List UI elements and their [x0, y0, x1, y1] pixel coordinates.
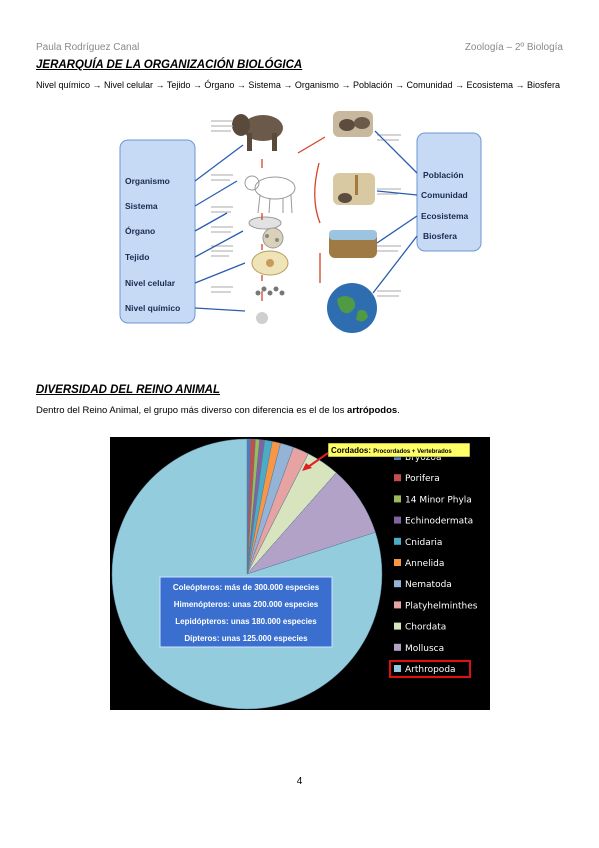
red-arrows: [261, 136, 326, 301]
legend-label-arthropoda: Arthropoda: [405, 665, 456, 675]
section-title-hierarchy: JERARQUÍA DE LA ORGANIZACIÓN BIOLÓGICA: [36, 59, 303, 71]
label-sistema: Sistema: [125, 201, 158, 211]
elephant-illustration: [232, 114, 283, 151]
section-title-diversity: DIVERSIDAD DEL REINO ANIMAL: [36, 384, 221, 396]
label-ecosistema: Ecosistema: [421, 211, 469, 221]
annotation-himenopteros: Himenópteros: unas 200.000 especies: [174, 600, 319, 609]
legend-swatch-porifera: [394, 474, 401, 482]
tissue-illustration: [262, 227, 284, 249]
label-tejido: Tejido: [125, 252, 149, 262]
intro-bold-word: artrópodos: [347, 405, 398, 416]
description-lines: [211, 120, 401, 297]
callout-box: [327, 442, 471, 458]
legend-swatch-mollusca: [394, 643, 401, 651]
legend-swatch-cnidaria: [394, 537, 401, 545]
hierarchy-diagram: Organismo Sistema Órgano Tejido Nivel ce…: [115, 103, 485, 340]
callout-main: Cordados:: [331, 446, 373, 455]
annotation-lepidopteros: Lepidópteros: unas 180.000 especies: [175, 617, 317, 626]
ecosystem-illustration: [329, 230, 377, 258]
legend-label-14-minor-phyla: 14 Minor Phyla: [405, 495, 472, 505]
label-biosfera: Biosfera: [423, 231, 457, 241]
legend-label-platyhelminthes: Platyhelminthes: [405, 601, 478, 611]
legend-label-nematoda: Nematoda: [405, 580, 452, 590]
page-number: 4: [296, 776, 303, 787]
community-illustration: [333, 173, 375, 205]
annotation-box: [159, 576, 333, 648]
legend-label-annelida: Annelida: [405, 559, 444, 569]
legend-swatch-platyhelminthes: [394, 601, 401, 609]
cell-illustration: [251, 250, 289, 276]
annotation-dipteros: Dípteros: unas 125.000 especies: [184, 634, 308, 643]
label-poblacion: Población: [423, 170, 464, 180]
right-label-box: [416, 132, 482, 252]
legend-highlight-box: [389, 660, 471, 678]
diversity-intro: Dentro del Reino Animal, el grupo más di…: [36, 405, 400, 416]
legend-label-bryozoa: Bryozoa: [405, 453, 441, 463]
legend-swatch-14-minor-phyla: [394, 495, 401, 503]
header-course: Zoología – 2º Biología: [464, 42, 563, 53]
callout-arrow: [307, 452, 329, 468]
population-illustration: [333, 111, 373, 137]
label-nivel-quimico: Nivel químico: [125, 303, 180, 313]
legend-label-cnidaria: Cnidaria: [405, 538, 442, 548]
callout-sub: Procordados + Vertebrados: [373, 449, 452, 455]
label-comunidad: Comunidad: [421, 190, 468, 200]
label-organismo: Organismo: [125, 176, 170, 186]
legend-label-echinodermata: Echinodermata: [405, 517, 473, 527]
legend-swatch-chordata: [394, 622, 401, 630]
label-organo: Órgano: [125, 225, 155, 236]
left-label-box: [119, 139, 196, 324]
legend-label-chordata: Chordata: [405, 623, 446, 633]
callout-arrowhead: [302, 463, 312, 471]
organ-illustration: [248, 216, 282, 230]
hierarchy-sequence: Nivel químico → Nivel celular → Tejido →…: [36, 80, 561, 90]
callout-text: Cordados: Procordados + Vertebrados: [331, 446, 452, 455]
legend-swatch-nematoda: [394, 580, 401, 588]
molecule-illustration: [255, 286, 285, 324]
annotation-coleopteros: Coleópteros: más de 300.000 especies: [173, 583, 320, 592]
legend-swatch-echinodermata: [394, 516, 401, 524]
label-nivel-celular: Nivel celular: [125, 278, 176, 288]
legend-swatch-annelida: [394, 559, 401, 566]
legend-label-mollusca: Mollusca: [405, 644, 444, 654]
blue-arrows: [194, 130, 418, 312]
legend-label-porifera: Porifera: [405, 474, 440, 484]
legend-swatch-arthropoda: [394, 665, 401, 672]
earth-illustration: [327, 283, 377, 333]
header-author: Paula Rodríguez Canal: [36, 42, 140, 53]
skeleton-illustration: [244, 175, 296, 214]
